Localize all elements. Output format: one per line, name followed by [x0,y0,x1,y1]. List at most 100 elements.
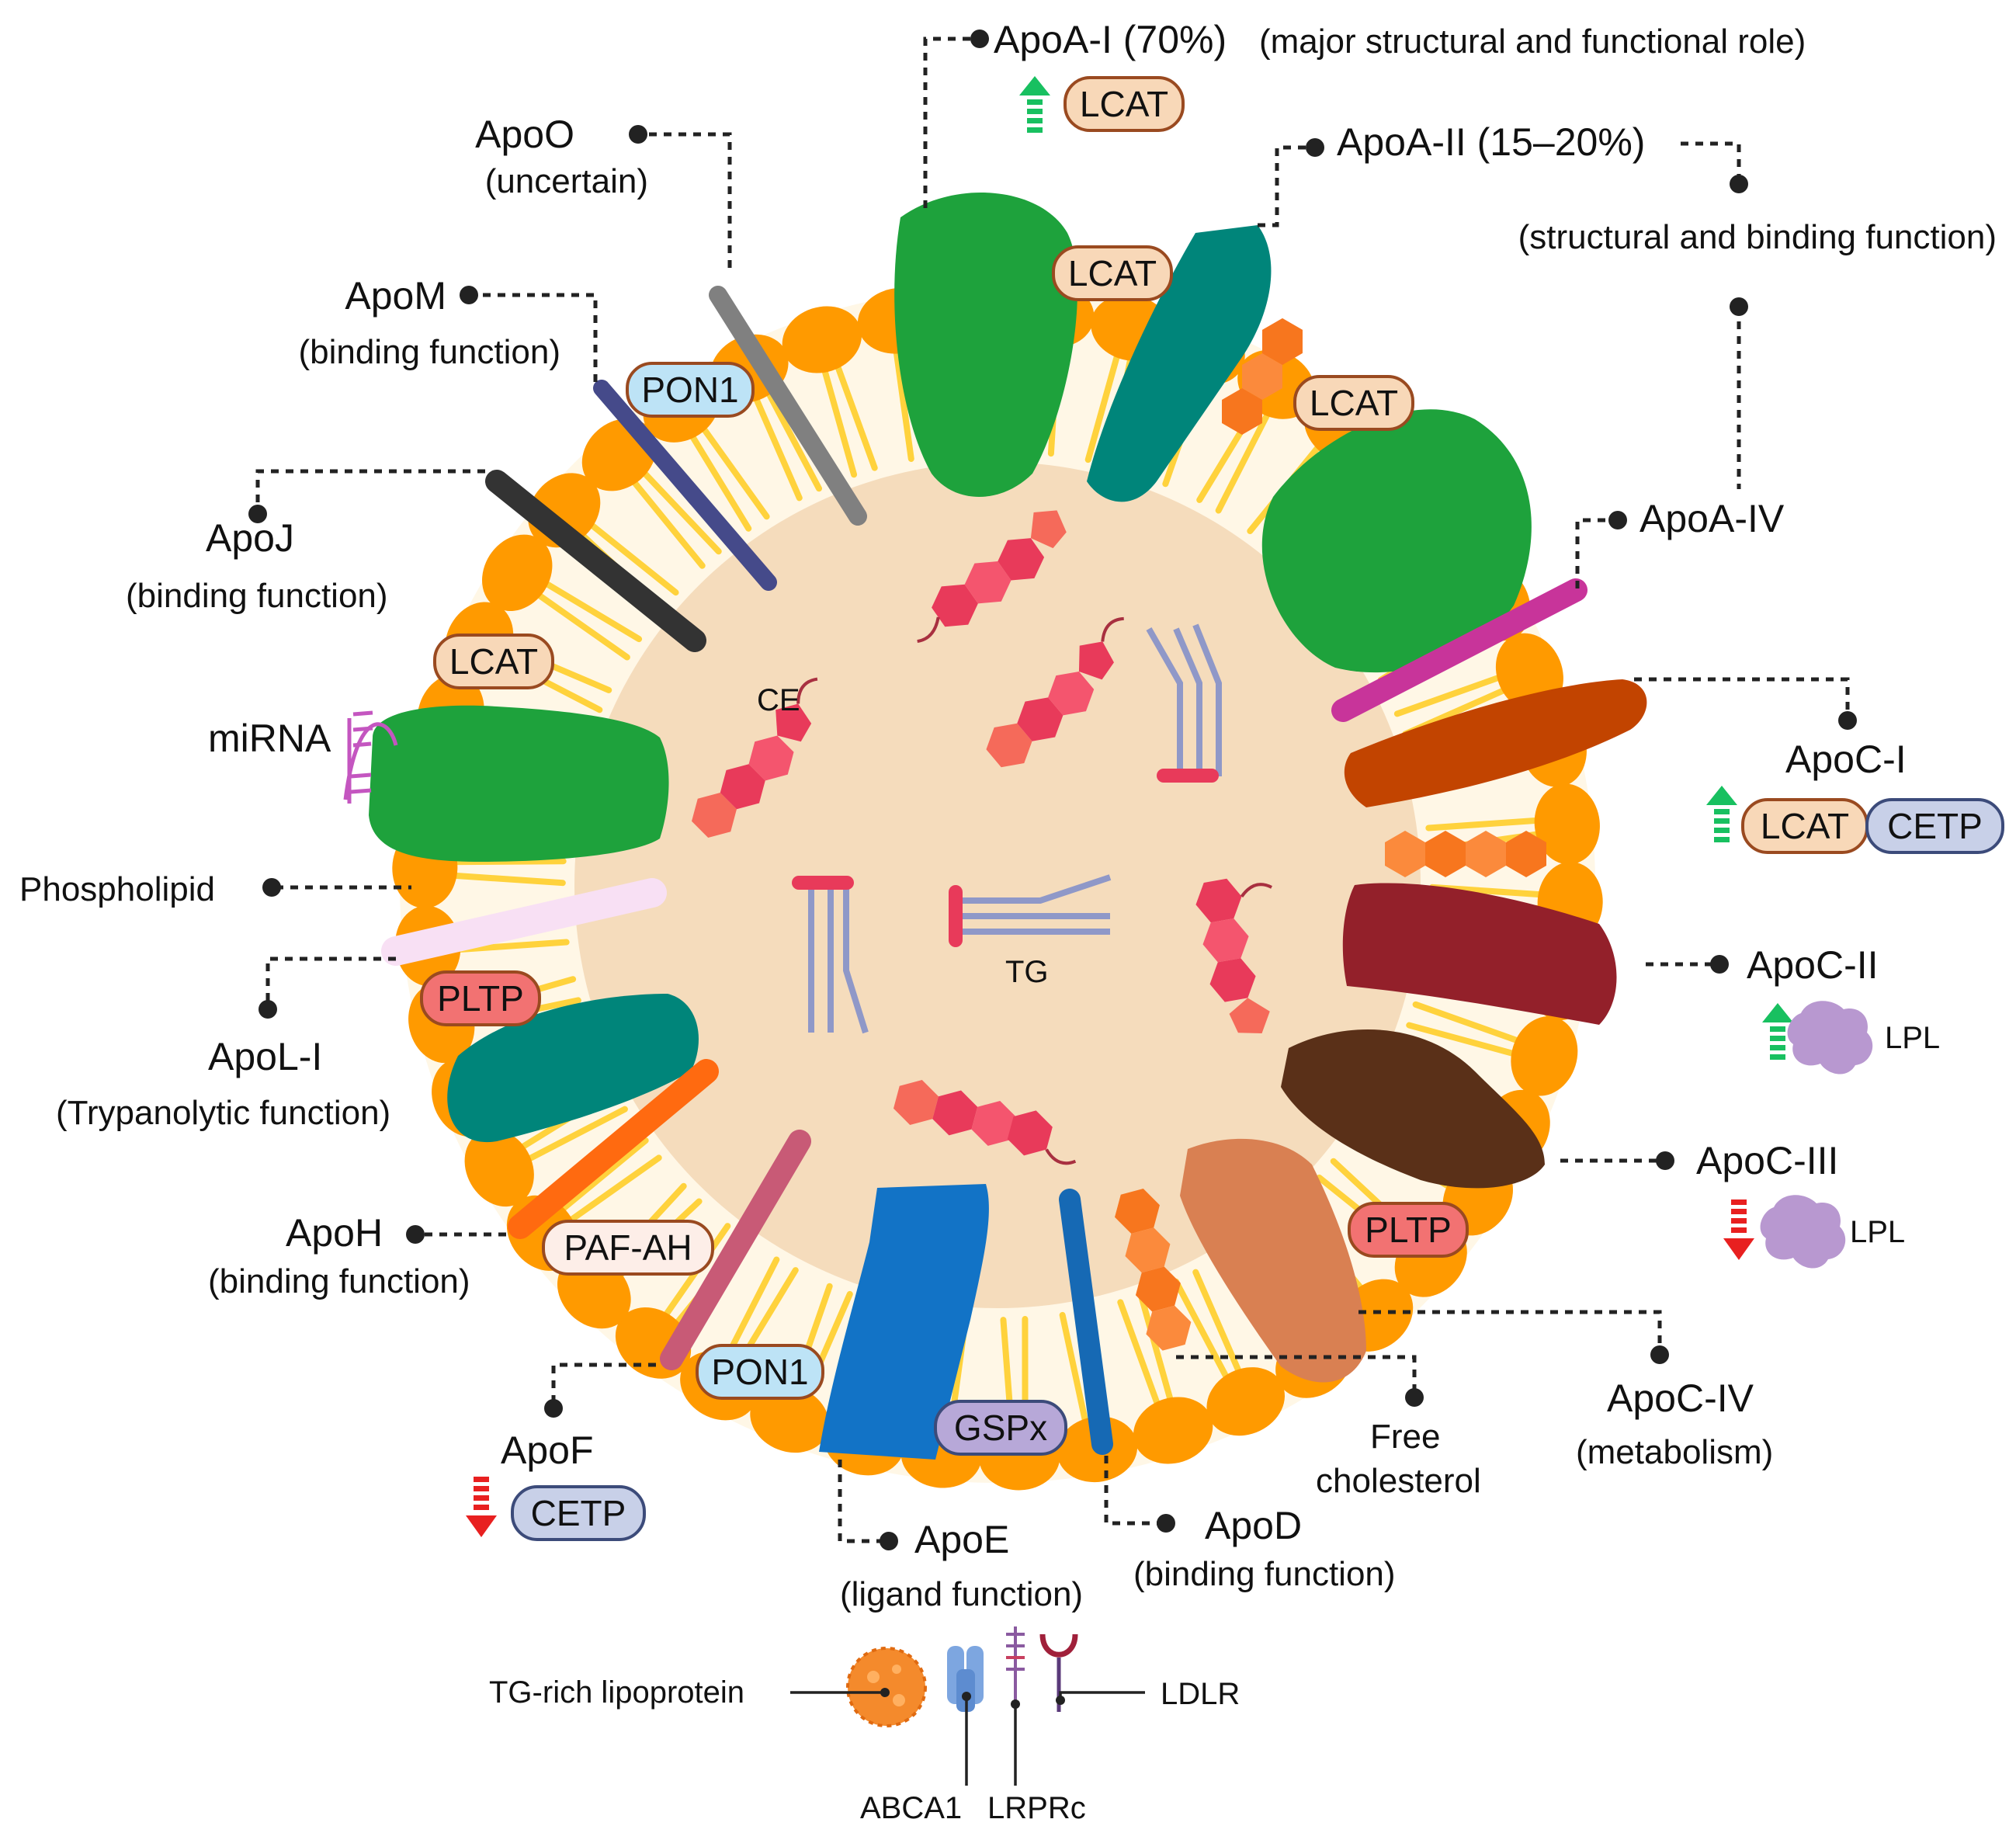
free-cholesterol-molecule [1385,831,1546,877]
lpl-label-1: LPL [1885,1021,1940,1055]
apoa4-protein [1331,578,1587,722]
phospholipid-tail [536,576,643,643]
phospholipid-label: Phospholipid [19,870,215,908]
tg-molecule [792,876,869,1034]
apoh-name: ApoH [286,1211,383,1255]
up-arrow-icon [1706,786,1737,842]
phospholipid-tail [831,355,878,471]
tg-rich-lipoprotein-label: TG-rich lipoprotein [489,1675,744,1710]
cetp-badge-label: CETP [531,1493,626,1533]
apoa1-protein [1261,409,1532,673]
phospholipid-tail [529,587,630,661]
cetp-badge: CETP [1865,798,2004,854]
apolipoproteins [369,192,1647,1460]
apof-protein [660,1130,811,1370]
pon1-badge: PON1 [696,1344,824,1400]
apoc1-name: ApoC-I [1785,738,1907,781]
lcat-badge-label: LCAT [449,641,538,682]
phospholipid-tail [892,340,914,462]
lpl-icon [1787,1001,1873,1074]
phospholipid-tail [635,463,722,555]
lcat-badge: LCAT [1741,798,1869,854]
mirna-label: miRNA [208,717,331,760]
pon1-badge-label: PON1 [641,370,738,410]
free-cholesterol-label-line1: Free [1370,1418,1440,1456]
apoe-role: (ligand function) [840,1575,1083,1613]
lcat-badge-label: LCAT [1761,806,1849,846]
apoc4-protein [1180,1138,1366,1383]
apoc1-protein [1344,679,1647,807]
apoc4-role: (metabolism) [1576,1433,1773,1471]
apom-name: ApoM [345,274,446,318]
apoo-protein [709,286,867,526]
free-cholesterol-molecule [1222,318,1303,436]
phospholipid-head [1206,1367,1285,1436]
phospholipid-tail [1393,671,1511,717]
pltp-badge-label: PLTP [437,978,524,1019]
leader-lines [248,30,1857,1550]
apoa1-name: ApoA-I (70%) [994,18,1227,61]
lcat-badge: LCAT [433,634,554,689]
lpl-proteins [1760,1001,1873,1269]
ce-molecule [986,616,1124,768]
lcat-badge: LCAT [1064,76,1185,132]
phospholipid-head [1534,783,1600,865]
apoa2-role: (structural and binding function) [1518,218,1997,256]
phospholipid-head [482,534,553,612]
tg-molecule [949,874,1112,947]
apoa1-protein [369,705,669,862]
apol1-name: ApoL-I [208,1035,322,1078]
phospholipid-tail [1059,1311,1091,1432]
lrprc-icon [1006,1626,1025,1708]
lcat-badge-label: LCAT [1310,383,1398,423]
phospholipid-tail [1137,1292,1176,1411]
apoa2-name: ApoA-II (15–20%) [1337,120,1645,164]
paf-ah-badge: PAF-AH [542,1220,714,1276]
phospholipid-head [1133,1397,1213,1464]
lcat-badge-label: LCAT [1068,253,1157,293]
cetp-badge-label: CETP [1887,806,1983,846]
ce-molecule [1195,878,1272,1033]
free-cholesterol-molecule [1115,1189,1192,1351]
paf-ah-badge-label: PAF-AH [564,1227,692,1268]
apoc3-name: ApoC-III [1696,1139,1838,1182]
lrprc-label: LRPRc [987,1791,1086,1825]
tg-rich-lipoprotein-icon [846,1647,927,1727]
triglyceride-molecules [792,623,1222,1034]
phospholipid-tail [1425,817,1549,831]
regulation-arrows [466,76,1793,1537]
gspx-badge-label: GSPx [954,1408,1047,1448]
phospholipid-tail [696,418,770,520]
phospholipid-tail [1084,344,1123,463]
up-arrow-icon [1762,1003,1793,1060]
lpl-icon [1760,1195,1846,1269]
phospholipid-tail [1412,1001,1529,1047]
ce-molecule [893,1080,1077,1165]
abca1-icon [947,1646,984,1712]
abca1-label: ABCA1 [860,1791,962,1825]
lipid-core [574,462,1421,1308]
apoe-name: ApoE [914,1518,1009,1561]
free-cholesterol-label-line2: cholesterol [1316,1462,1481,1500]
apod-protein [1059,1189,1113,1455]
apoa1-protein [894,192,1077,498]
cholesteryl-ester-molecules [692,510,1272,1165]
apoj-role: (binding function) [126,577,388,615]
phospholipid-head [1511,1016,1578,1096]
down-arrow-icon [466,1477,497,1537]
apoj-name: ApoJ [206,516,294,560]
apoh-protein [508,1059,719,1239]
phospholipid-tail [581,516,679,596]
ldlr-label: LDLR [1161,1677,1240,1711]
ce-molecule [917,510,1067,644]
phospholipid-tail [560,1154,662,1229]
apom-role: (binding function) [298,333,560,371]
gspx-badge: GSPx [934,1400,1067,1456]
tg-label: TG [1005,955,1049,989]
free-cholesterol-molecules [1115,318,1546,1351]
pltp-badge: PLTP [420,970,541,1026]
cetp-badge: CETP [511,1485,646,1541]
apoc3-protein [1281,1029,1545,1189]
